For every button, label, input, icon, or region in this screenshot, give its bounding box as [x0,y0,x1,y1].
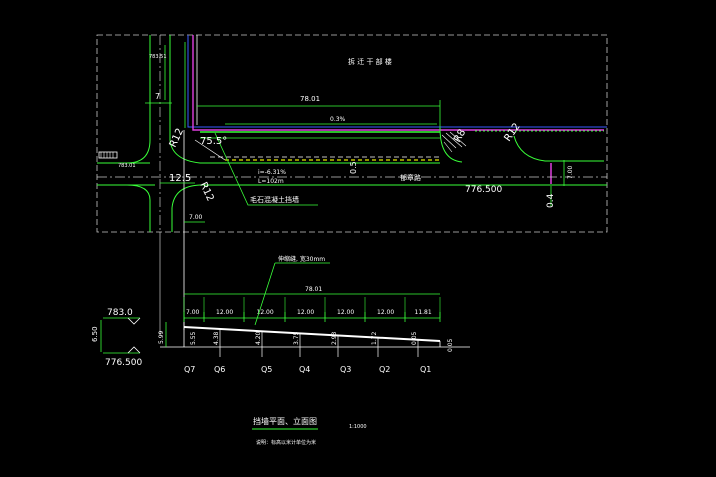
elev-bottom-label: 776.500 [105,358,142,368]
dim-top-label: 78.01 [300,95,320,103]
height-label: 4.38 [213,331,220,345]
small-block [98,151,118,159]
elev-bottom-marker [127,346,141,354]
building-label: 拆 迁 干 部 楼 [348,57,392,66]
station-labels: Q7 Q6 Q5 Q4 Q3 Q2 Q1 [184,365,431,374]
profile-total-dim: 78.01 [305,286,322,293]
radius-r12-lower-label: R12 [197,181,215,203]
dim-700-left-label: 7.00 [189,214,203,221]
dim-left-12-5-label: 12.5 [169,173,191,184]
elev-top-marker [127,317,141,325]
segment-ticks [183,297,441,322]
dim-650-label: 6.50 [91,326,99,342]
title-block: 挡墙平面、立面图 1:1000 说明：标高以米计单位为米 [252,416,367,446]
elev-right-label: 776.500 [465,185,502,195]
segment-dim-label: 12.00 [297,309,314,316]
curb-arc-ul [126,139,151,164]
dim-555-label: 5.55 [190,331,197,345]
curb-arc-lr [171,184,201,209]
length-road-label: L=102m [258,178,284,185]
dim-right-small-label: 7.00 [567,165,574,179]
corner-hatch [441,131,467,153]
curb-arc-ll [126,184,151,201]
station-label: Q3 [340,365,351,374]
height-label: 1.72 [371,331,378,345]
height-labels: 4.38 4.20 3.75 2.93 1.72 0.05 0.05 [213,331,454,352]
title-scale: 1:1000 [349,424,367,430]
height-label: 3.75 [293,331,300,345]
profile-callout: 伸缩缝, 宽30mm [278,255,325,263]
plan-frame [96,34,608,233]
dim-right-04-label: 0.4 [546,193,556,208]
plan-view: 拆 迁 干 部 楼 78.01 0.3% 75.5° i=-6.31% L=10… [96,34,608,335]
building-outline-magenta [192,35,604,131]
height-label: 2.93 [331,331,338,345]
callout-leader-profile [254,262,276,326]
joint-lines [219,328,419,357]
height-label: 4.20 [255,331,262,345]
segment-dim-label: 11.81 [415,309,432,316]
title-main: 挡墙平面、立面图 [253,416,317,426]
height-label: 0.05 [411,331,418,345]
road-name-label: 郁章路 [400,173,421,182]
segment-dim-label: 7.00 [186,309,200,316]
callout-plan-label: 毛石混凝土挡墙 [250,195,299,204]
station-label: Q1 [420,365,431,374]
segment-dim-label: 12.00 [377,309,394,316]
title-note: 说明：标高以米计单位为米 [256,439,316,446]
segment-dim-label: 12.00 [257,309,274,316]
station-label: Q6 [214,365,225,374]
station-label: Q7 [184,365,195,374]
corner-curb [439,127,463,163]
segment-dim-label: 12.00 [337,309,354,316]
callout-leader-plan [214,132,318,206]
small-block-hatch [100,152,114,158]
station-label: Q4 [299,365,310,374]
station-label: Q5 [261,365,272,374]
dim-left-783-label: 783.51 [149,54,167,60]
curb-arc-ur [169,139,232,164]
radius-r12-right-label: R12 [502,121,522,143]
right-curb-arc [513,135,604,162]
angle-label: 75.5° [200,136,227,147]
station-label: Q2 [379,365,390,374]
dim-left-7-label: 7 [155,92,160,101]
slope-top-label: 0.3% [330,116,346,123]
angle-leader [194,139,226,161]
dim-599-label: 5.99 [158,330,165,344]
dim-left-783-lower-label: 783.01 [118,163,136,169]
elev-top-label: 783.0 [107,308,133,318]
profile-view: 78.01 7.00 12.00 12.00 12.00 12.00 12.00 11.81… [91,255,470,374]
segment-dim-label: 12.00 [216,309,233,316]
segment-labels: 7.00 12.00 12.00 12.00 12.00 12.00 11.81 [186,309,432,316]
slope-road-label: i=-6.31% [258,169,286,176]
wall-top-profile [183,326,441,342]
dim-center-05-label: 0.5 [349,161,358,174]
height-label-end: 0.05 [447,338,454,352]
building-outline-blue [187,35,607,128]
